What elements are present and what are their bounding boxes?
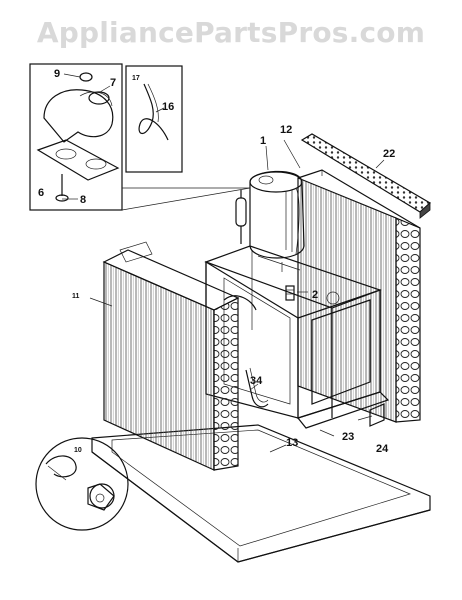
- callout-34: 34: [250, 375, 263, 387]
- callout-1: 1: [260, 135, 266, 147]
- callout-12: 12: [280, 124, 292, 136]
- insulation-strip: [300, 133, 432, 219]
- callout-23: 23: [342, 431, 354, 443]
- callout-16: 16: [162, 101, 174, 113]
- callout-11: 11: [72, 293, 80, 300]
- callout-10: 10: [74, 447, 82, 454]
- callout-7: 7: [110, 77, 116, 89]
- callout-13: 13: [286, 437, 298, 449]
- callout-9: 9: [54, 68, 60, 80]
- evaporator-coil: [102, 241, 257, 471]
- callout-22: 22: [383, 148, 395, 160]
- inset-blower-housing: [29, 63, 123, 211]
- inset-motor-mount: [35, 437, 129, 531]
- callout-2: 2: [312, 289, 318, 301]
- compressor: [235, 170, 305, 301]
- callout-6: 6: [38, 187, 44, 199]
- tubing: [245, 367, 269, 408]
- condenser-coil: [297, 169, 421, 423]
- callout-24: 24: [376, 443, 389, 455]
- inset-capillary: [125, 65, 183, 173]
- callout-8: 8: [80, 194, 86, 206]
- watermark-logo: AppliancePartsPros.com: [36, 16, 426, 49]
- callout-17: 17: [132, 75, 140, 82]
- leader-lines: [62, 73, 385, 453]
